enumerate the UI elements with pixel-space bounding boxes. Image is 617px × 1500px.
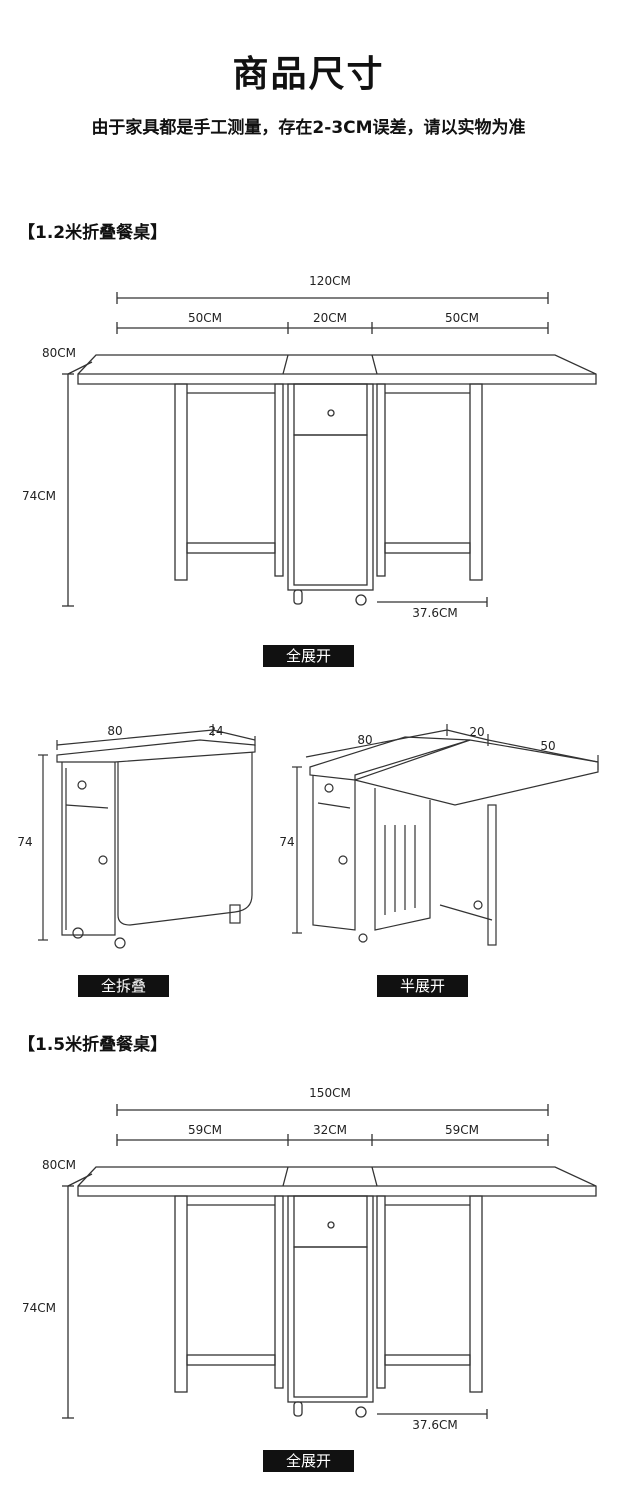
state-tag-fully-open: 全展开	[263, 645, 354, 667]
middle-label: 32CM	[313, 1123, 347, 1137]
state-tag-fully-open-1-5m: 全展开	[263, 1450, 354, 1472]
half-middle-label: 20	[469, 725, 484, 739]
left-leaf-label: 50CM	[188, 311, 222, 325]
folded-height-label: 74	[17, 835, 32, 849]
section-heading-1-5m: 【1.5米折叠餐桌】	[18, 1035, 168, 1055]
half-leaf-label: 50	[540, 739, 555, 753]
cabinet	[287, 383, 374, 591]
half-top	[309, 736, 471, 781]
middle-label: 20CM	[313, 311, 347, 325]
state-tag-half-open: 半展开	[377, 975, 468, 997]
height-label: 74CM	[22, 489, 56, 503]
folded-top	[56, 739, 256, 763]
half-height-label: 74	[279, 835, 294, 849]
cabinet-width-label: 37.6CM	[412, 1418, 457, 1432]
total-width-label: 150CM	[309, 1086, 351, 1100]
measurement-note: 由于家具都是手工测量，存在2-3CM误差，请以实物为准	[91, 118, 526, 138]
section-heading-1-2m: 【1.2米折叠餐桌】	[18, 223, 168, 243]
half-leaf	[354, 739, 599, 806]
depth-label: 80CM	[42, 346, 76, 360]
cabinet-width-label: 37.6CM	[412, 606, 457, 620]
half-width-label: 80	[357, 733, 372, 747]
page-title: 商品尺寸	[232, 54, 385, 95]
folded-depth-label: 24	[208, 724, 223, 738]
left-leaf-label: 59CM	[188, 1123, 222, 1137]
right-leaf-label: 50CM	[445, 311, 479, 325]
state-tag-folded: 全拆叠	[78, 975, 169, 997]
table-diagram-1-5m: 150CM 59CM 32CM 59CM 80CM 74CM 37.6CM	[22, 1086, 597, 1432]
folded-width-label: 80	[107, 724, 122, 738]
right-leaf-label: 59CM	[445, 1123, 479, 1137]
depth-label: 80CM	[42, 1158, 76, 1172]
folded-and-half-open-diagrams: 80 24 74 80 20 50 74	[17, 724, 599, 949]
table-diagram-1-2m: 120CM 50CM 20CM 50CM 80CM 74CM 37.6CM	[22, 274, 597, 620]
total-width-label: 120CM	[309, 274, 351, 288]
height-label: 74CM	[22, 1301, 56, 1315]
tabletop	[77, 354, 597, 385]
